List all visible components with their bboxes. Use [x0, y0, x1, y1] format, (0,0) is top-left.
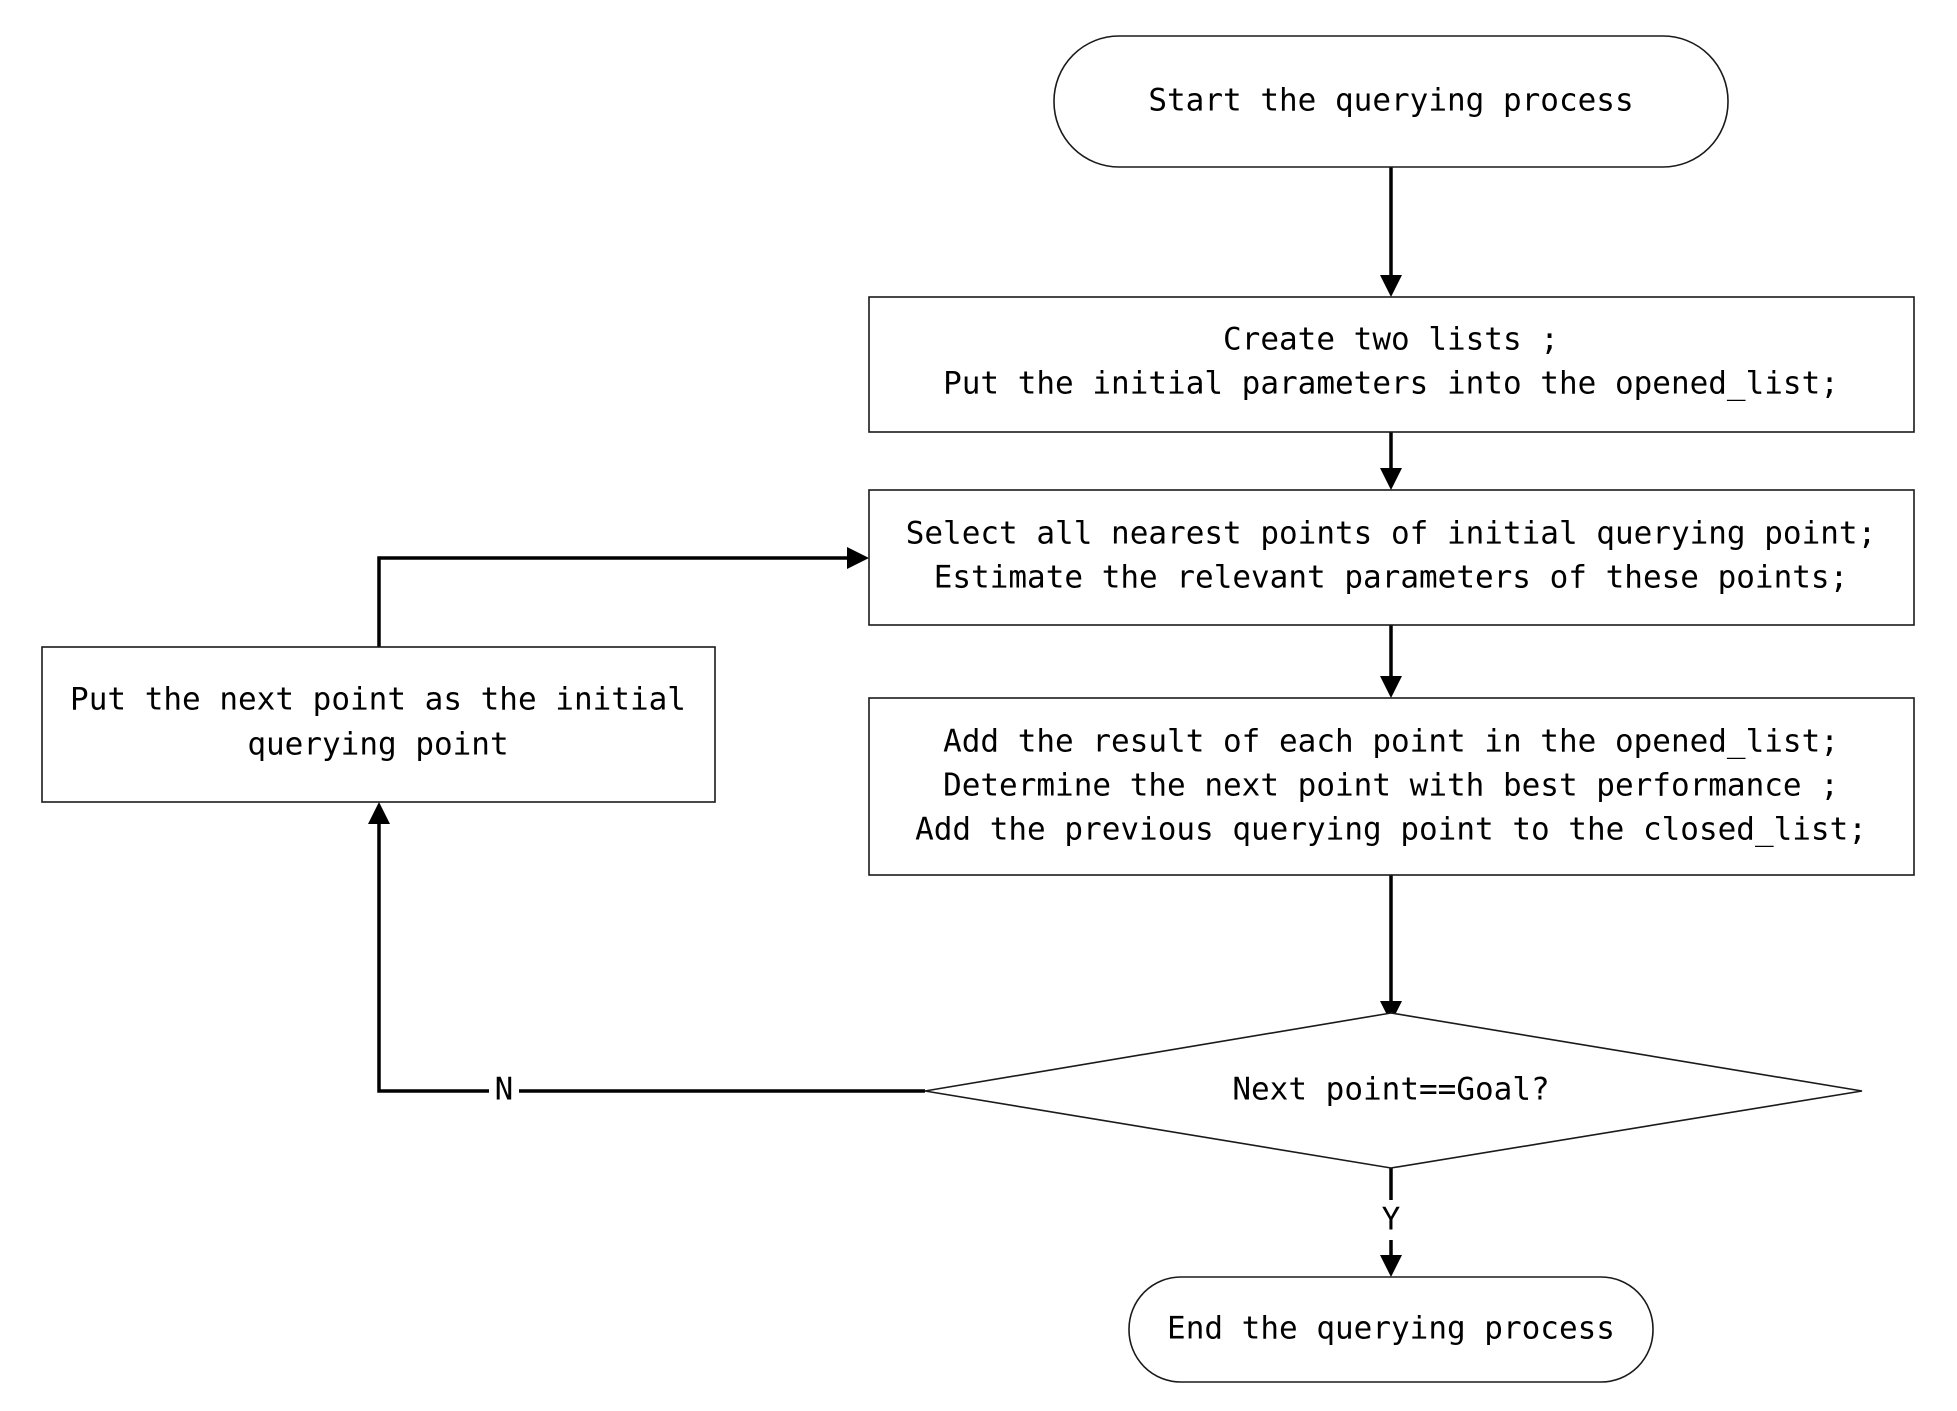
- arrowhead-decision-to-end: [1380, 1255, 1402, 1277]
- arrowhead-next-to-select: [847, 547, 869, 569]
- create-lists-label-line-2: Put the initial parameters into the open…: [943, 366, 1839, 402]
- end-label: End the querying process: [1167, 1311, 1615, 1347]
- yes-branch-label: Y: [1382, 1202, 1401, 1238]
- end-node: End the querying process: [1128, 1276, 1654, 1383]
- start-node: Start the querying process: [1053, 35, 1729, 168]
- select-points-node: Select all nearest points of initial que…: [868, 489, 1915, 626]
- decision-label: Next point==Goal?: [1232, 1072, 1549, 1108]
- decision-node: Next point==Goal?: [924, 1012, 1863, 1169]
- edges: [368, 167, 1402, 1277]
- add-result-label-line-1: Add the result of each point in the open…: [943, 724, 1839, 760]
- start-label: Start the querying process: [1148, 83, 1633, 119]
- start-terminal-shape: [1053, 35, 1729, 168]
- arrowhead-start-to-create: [1380, 275, 1402, 297]
- edge-next-to-select: [377, 556, 847, 647]
- arrowhead-select-to-add: [1380, 676, 1402, 698]
- add-result-label-line-2: Determine the next point with best perfo…: [943, 768, 1839, 804]
- select-points-label-line-1: Select all nearest points of initial que…: [906, 516, 1877, 552]
- select-points-label-line-2: Estimate the relevant parameters of thes…: [934, 560, 1849, 596]
- create-lists-process-shape: [868, 296, 1915, 433]
- decision-diamond-shape: [924, 1012, 1863, 1169]
- add-result-label-line-3: Add the previous querying point to the c…: [915, 812, 1867, 848]
- select-points-process-shape: [868, 489, 1915, 626]
- create-lists-label-line-1: Create two lists ;: [1223, 322, 1559, 358]
- next-point-label-line-2: querying point: [247, 727, 508, 763]
- next-point-node: Put the next point as the initial queryi…: [41, 646, 716, 803]
- add-result-node: Add the result of each point in the open…: [868, 697, 1915, 876]
- arrowhead-decision-to-next: [368, 802, 390, 824]
- next-point-process-shape: [41, 646, 716, 803]
- edge-decision-no-left: [377, 824, 489, 1093]
- end-terminal-shape: [1128, 1276, 1654, 1383]
- no-branch-label: N: [495, 1072, 514, 1108]
- next-point-label-line-1: Put the next point as the initial: [70, 682, 686, 718]
- arrowhead-add-to-decision: [1380, 1001, 1402, 1023]
- create-lists-node: Create two lists ; Put the initial param…: [868, 296, 1915, 433]
- add-result-process-shape: [868, 697, 1915, 876]
- arrowhead-create-to-select: [1380, 468, 1402, 490]
